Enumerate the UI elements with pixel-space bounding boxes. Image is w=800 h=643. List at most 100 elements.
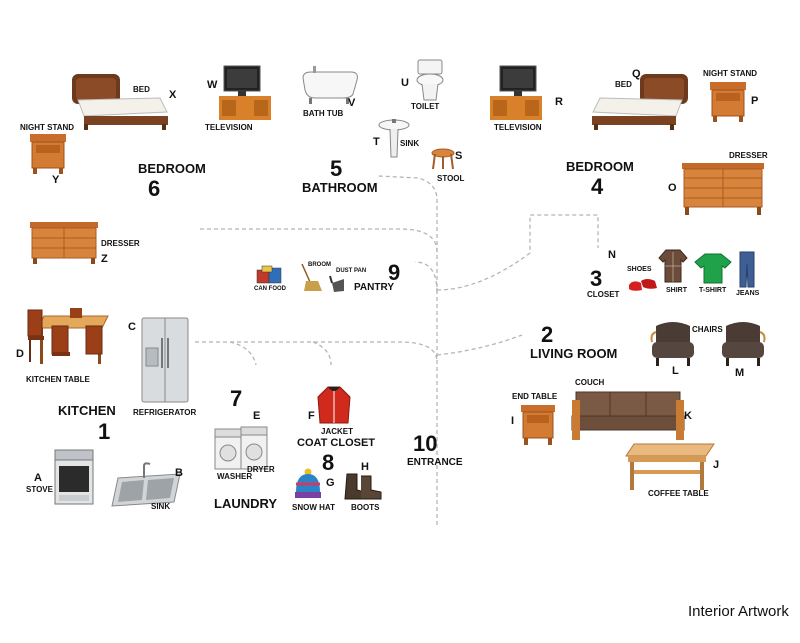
kitchen-1-number: 1 — [98, 419, 111, 444]
couch-label: COUCH — [575, 378, 605, 387]
bedroom-6-name: BEDROOM — [138, 161, 206, 176]
bedroom-4-number: 4 — [591, 174, 604, 199]
t-shirt-label: T-SHIRT — [699, 287, 727, 294]
sink-t-illustration — [378, 119, 410, 158]
dresser-z-letter: Z — [101, 253, 108, 265]
television-w-illustration — [219, 65, 271, 120]
coffee-table-label: COFFEE TABLE — [648, 489, 709, 498]
laundry-branch-path — [229, 341, 257, 366]
bedroom6-branch-path — [200, 228, 438, 253]
sink-t-letter: T — [373, 136, 380, 148]
bedroom-6-number: 6 — [148, 176, 161, 201]
bathtub-v-letter: V — [348, 97, 356, 109]
dresser-z-label: DRESSER — [101, 239, 140, 248]
bathtub-v-label: BATH TUB — [303, 109, 344, 118]
television-w-label: TELEVISION — [205, 123, 253, 132]
kitchen-sink-illustration — [111, 462, 181, 507]
jeans-label: JEANS — [736, 290, 760, 297]
can-food-illustration — [256, 265, 282, 284]
bathtub-v-illustration — [302, 66, 358, 104]
nightstand-y-letter: Y — [52, 174, 60, 186]
kitchen-1-name: KITCHEN — [58, 403, 116, 418]
bedroom-4-name: BEDROOM — [566, 159, 634, 174]
laundry-7-number: 7 — [230, 386, 243, 411]
broom-illustration — [301, 263, 322, 291]
jeans-illustration — [739, 251, 755, 288]
coat-closet-8-number: 8 — [322, 450, 335, 475]
dresser-o-label: DRESSER — [729, 151, 768, 160]
closet-3-number: 3 — [590, 266, 603, 291]
laundry-7-name: LAUNDRY — [214, 496, 278, 511]
nightstand-y-label: NIGHT STAND — [20, 123, 75, 132]
nightstand-p-letter: P — [751, 95, 759, 107]
boots-h-letter: H — [361, 461, 369, 473]
shirt-label: SHIRT — [666, 287, 687, 294]
main-trunk-path — [377, 175, 438, 525]
couch-k-illustration — [571, 391, 685, 440]
kitchen-table-illustration — [27, 308, 109, 364]
closet-3-name: CLOSET — [587, 290, 620, 299]
kitchen-table-d-letter: D — [16, 348, 24, 360]
toilet-u-label: TOILET — [411, 102, 440, 111]
toilet-u-letter: U — [401, 77, 409, 89]
sink-b-letter: B — [175, 467, 183, 479]
living-room-2-number: 2 — [541, 322, 554, 347]
chair-l-illustration — [650, 322, 694, 366]
stool-s-label: STOOL — [437, 174, 465, 183]
bathroom-5-name: BATHROOM — [302, 180, 378, 195]
boots-illustration — [344, 473, 382, 500]
chair-m-letter: M — [735, 367, 745, 379]
dryer-e-letter: E — [253, 410, 261, 422]
stove-a-letter: A — [34, 472, 42, 484]
end-table-i-illustration — [521, 405, 555, 445]
bed-x-letter: X — [169, 89, 177, 101]
refrigerator-label: REFRIGERATOR — [133, 408, 197, 417]
closet-branch-path — [436, 214, 599, 291]
jacket-f-letter: F — [308, 410, 315, 422]
nightstand-p-label: NIGHT STAND — [703, 69, 758, 78]
dust-pan-label: DUST PAN — [336, 268, 367, 274]
end-table-label: END TABLE — [512, 392, 558, 401]
chairs-label: CHAIRS — [692, 325, 723, 334]
chair-m-illustration — [722, 322, 766, 366]
can-food-label: CAN FOOD — [254, 286, 286, 292]
chair-l-letter: L — [672, 365, 679, 377]
dryer-label: DRYER — [247, 465, 275, 474]
snow-hat-label: SNOW HAT — [292, 503, 335, 512]
dresser-o-letter: O — [668, 182, 677, 194]
stove-illustration — [54, 449, 94, 505]
kitchen-table-label: KITCHEN TABLE — [26, 375, 90, 384]
toilet-u-illustration — [416, 59, 444, 101]
coat-branch-path — [312, 341, 332, 366]
bed-q-letter: Q — [632, 68, 641, 80]
jacket-illustration — [317, 386, 351, 424]
stool-s-letter: S — [455, 150, 463, 162]
t-shirt-illustration — [694, 253, 732, 284]
jacket-label: JACKET — [321, 427, 354, 436]
television-r-label: TELEVISION — [494, 123, 542, 132]
refrigerator-c-letter: C — [128, 321, 136, 333]
refrigerator-illustration — [141, 317, 189, 403]
pantry-9-name: PANTRY — [354, 282, 394, 293]
kitchen-branch-path — [195, 341, 438, 363]
entrance-10-name: ENTRANCE — [407, 457, 463, 468]
pantry-9-number: 9 — [388, 260, 401, 285]
snow-hat-illustration — [295, 468, 321, 498]
sink-t-label: SINK — [400, 139, 420, 148]
artwork-credit: Interior Artwork — [688, 603, 789, 620]
entrance-10-number: 10 — [413, 431, 438, 456]
coffee-table-j-letter: J — [713, 459, 720, 471]
shoes-illustration — [629, 279, 657, 291]
bed-x-label: BED — [133, 85, 150, 94]
washer-label: WASHER — [217, 472, 253, 481]
living-branch-path — [436, 334, 523, 356]
dresser-o-illustration — [682, 163, 764, 215]
television-r-illustration — [490, 65, 542, 120]
coat-closet-8-name: COAT CLOSET — [297, 437, 376, 449]
stool-s-illustration — [431, 148, 455, 170]
shoes-n-letter: N — [608, 249, 616, 261]
television-w-letter: W — [207, 79, 218, 91]
nightstand-p-illustration — [710, 82, 746, 122]
bathroom-5-number: 5 — [330, 156, 343, 181]
